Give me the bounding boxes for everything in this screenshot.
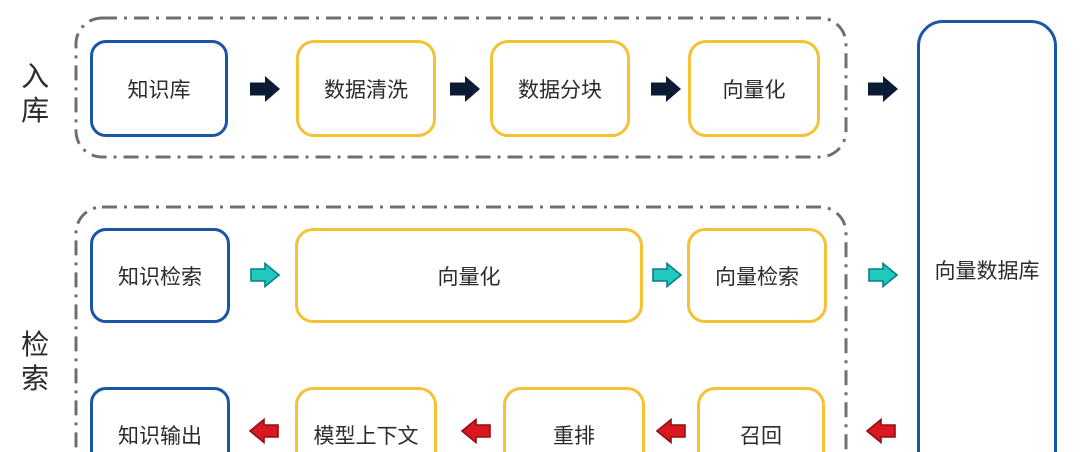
ingest-section-frame xyxy=(74,16,848,159)
node-recall: 召回 xyxy=(697,387,825,452)
arrow-right-icon xyxy=(450,76,480,102)
arrow-left-icon xyxy=(866,418,896,444)
retrieval-section-frame xyxy=(74,205,848,452)
node-knowledge-retrieval: 知识检索 xyxy=(90,228,230,323)
arrow-left-icon xyxy=(249,418,279,444)
node-data-cleaning: 数据清洗 xyxy=(296,40,436,137)
node-vector-database: 向量数据库 xyxy=(917,20,1057,452)
node-vector-search: 向量检索 xyxy=(687,228,827,323)
node-vectorize-ingest: 向量化 xyxy=(688,40,820,137)
arrow-right-icon xyxy=(868,76,898,102)
node-rerank: 重排 xyxy=(503,387,645,452)
arrow-right-icon xyxy=(868,262,898,288)
arrow-left-icon xyxy=(461,418,491,444)
arrow-right-icon xyxy=(651,76,681,102)
arrow-left-icon xyxy=(656,418,686,444)
node-knowledge-output: 知识输出 xyxy=(90,387,230,452)
section-label-ingest: 入库 xyxy=(21,61,50,126)
section-label-retrieval: 检索 xyxy=(21,329,50,394)
node-data-chunking: 数据分块 xyxy=(490,40,630,137)
arrow-right-icon xyxy=(250,76,280,102)
node-knowledge-base: 知识库 xyxy=(90,40,228,137)
arrow-right-icon xyxy=(652,262,682,288)
node-model-context: 模型上下文 xyxy=(295,387,437,452)
vector-database-label: 向量数据库 xyxy=(934,260,1040,283)
node-vectorize-retrieval: 向量化 xyxy=(295,228,643,323)
arrow-right-icon xyxy=(250,262,280,288)
